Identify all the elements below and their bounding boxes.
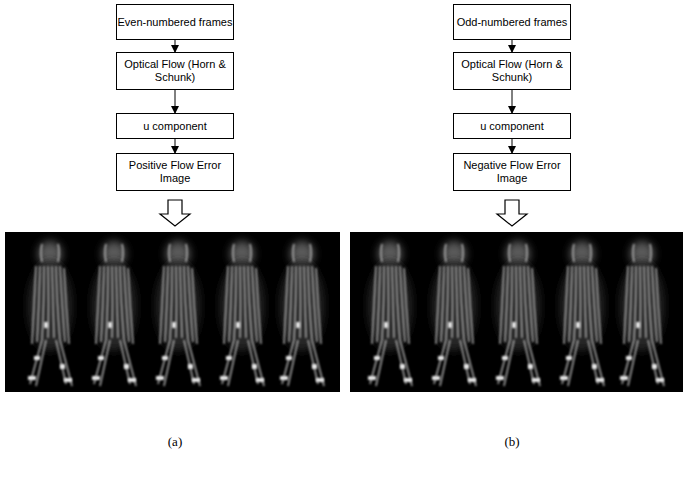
caption-label: (a) bbox=[168, 434, 182, 450]
hollow-arrow bbox=[160, 200, 190, 226]
process-box: u component bbox=[453, 113, 571, 139]
caption-label: (b) bbox=[504, 434, 519, 450]
flow-image bbox=[5, 232, 340, 392]
flow-arrow bbox=[512, 90, 513, 113]
box-text: Optical Flow (Horn & Schunk) bbox=[117, 58, 233, 84]
hollow-arrow bbox=[497, 200, 527, 226]
box-text: Even-numbered frames bbox=[118, 16, 233, 29]
box-text: Positive Flow Error Image bbox=[117, 159, 233, 185]
box-text: Negative Flow Error Image bbox=[454, 159, 570, 185]
flow-arrow bbox=[512, 40, 513, 52]
process-box: Optical Flow (Horn & Schunk) bbox=[116, 52, 234, 90]
box-text: Odd-numbered frames bbox=[457, 16, 568, 29]
process-box: Odd-numbered frames bbox=[453, 4, 571, 40]
walking-figures bbox=[28, 241, 324, 386]
box-text: Optical Flow (Horn & Schunk) bbox=[454, 58, 570, 84]
flow-image bbox=[350, 232, 683, 392]
process-box: Negative Flow Error Image bbox=[453, 153, 571, 191]
process-box: Positive Flow Error Image bbox=[116, 153, 234, 191]
flow-arrow bbox=[512, 139, 513, 153]
box-text: u component bbox=[480, 120, 544, 133]
flow-arrow bbox=[175, 40, 176, 52]
flow-arrow bbox=[175, 90, 176, 113]
flow-arrow bbox=[175, 139, 176, 153]
box-text: u component bbox=[143, 120, 207, 133]
process-box: Optical Flow (Horn & Schunk) bbox=[453, 52, 571, 90]
process-box: u component bbox=[116, 113, 234, 139]
process-box: Even-numbered frames bbox=[116, 4, 234, 40]
walking-figures bbox=[368, 241, 664, 386]
